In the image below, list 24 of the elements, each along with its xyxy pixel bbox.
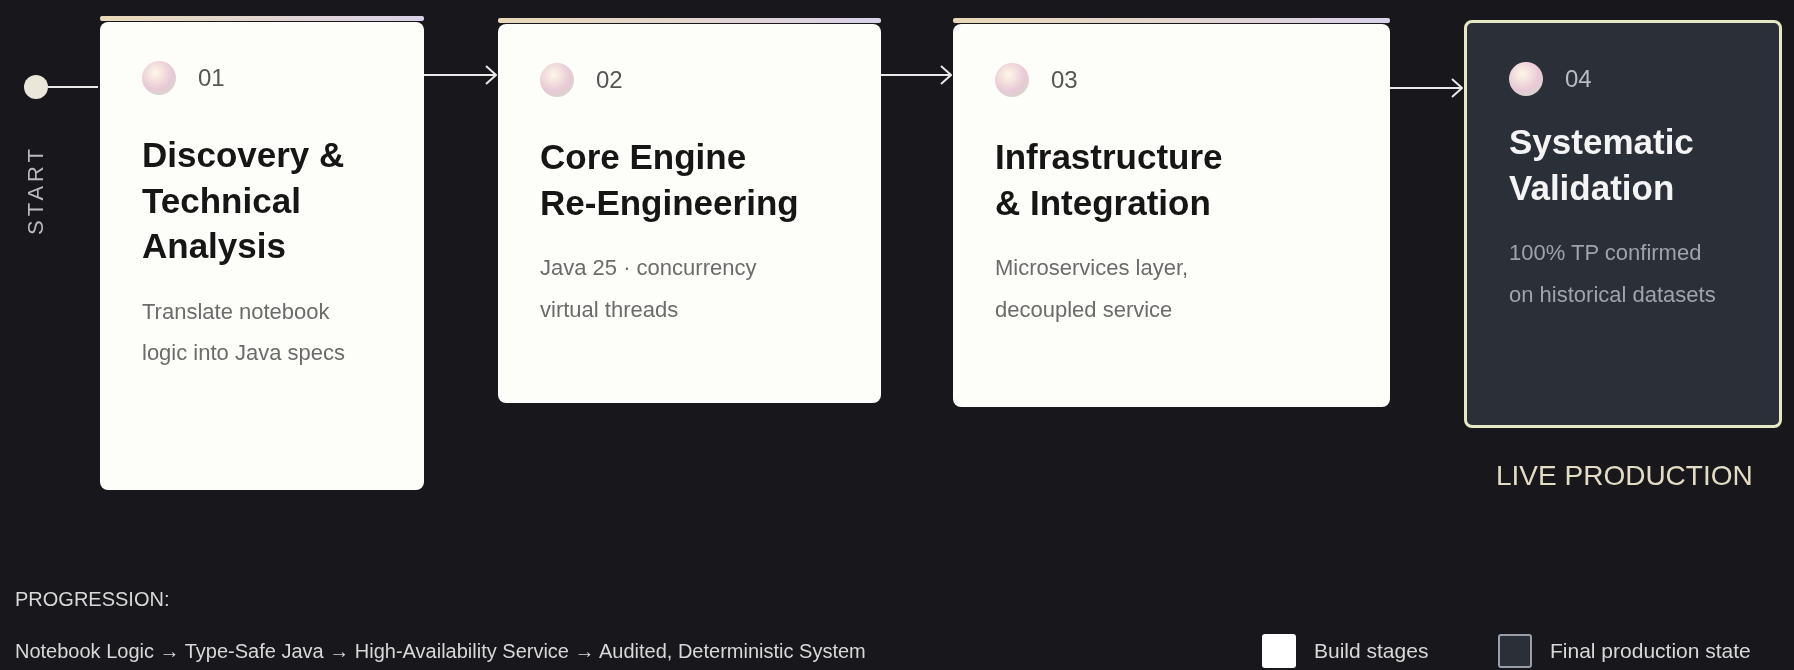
step-number: 03 xyxy=(1051,66,1078,94)
stage-title: Core Engine Re-Engineering xyxy=(540,136,800,224)
arrow xyxy=(423,65,497,85)
legend-label: Build stages xyxy=(1314,639,1429,663)
stage-description: Microservices layer, decoupled service xyxy=(995,254,1190,324)
start-dot xyxy=(24,75,48,99)
arrow xyxy=(880,65,952,85)
step-number: 02 xyxy=(596,66,623,94)
stage-description: Java 25 · concurrency virtual threads xyxy=(540,254,758,324)
connector-line xyxy=(47,86,99,88)
progression-text: Notebook Logic → Type-Safe Java → High-Availability Service → Audited, Deterministic System xyxy=(15,640,866,663)
stage-title: Systematic Validation xyxy=(1509,121,1695,209)
stage-description: 100% TP confirmed on historical datasets xyxy=(1509,239,1717,309)
legend-label: Final production state xyxy=(1550,639,1751,663)
stage-title: Infrastructure & Integration xyxy=(995,136,1224,224)
step-number: 01 xyxy=(198,64,225,92)
stage-title: Discovery & Technical Analysis xyxy=(142,134,346,267)
final-stage-card xyxy=(1464,20,1782,428)
stage-description: Translate notebook logic into Java specs xyxy=(142,297,346,368)
status-label: LIVE PRODUCTION xyxy=(1496,460,1753,492)
start-label: START xyxy=(23,144,50,236)
arrow xyxy=(1389,78,1463,98)
section-heading: PROGRESSION: xyxy=(15,588,170,611)
step-number: 04 xyxy=(1565,65,1592,93)
